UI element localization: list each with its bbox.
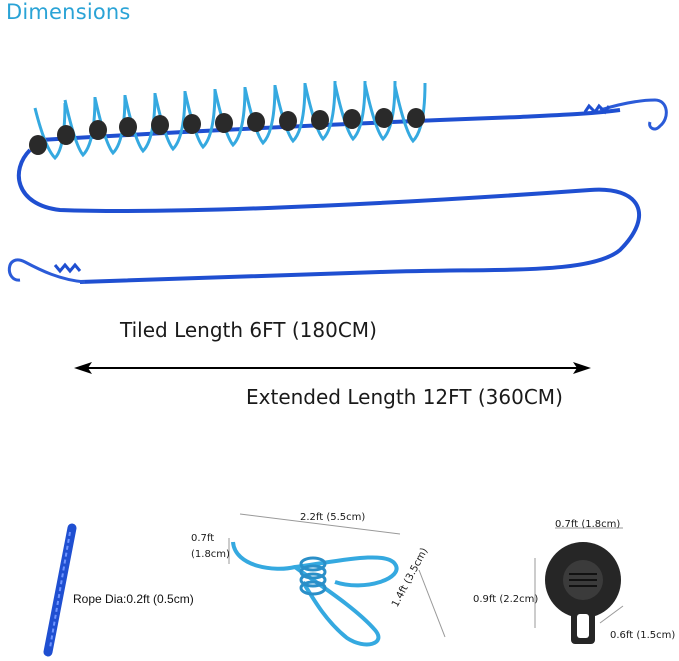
cord-stopper-image: [534, 527, 624, 644]
clip-height-cm-label: (1.8cm): [191, 549, 230, 560]
length-arrow: [74, 362, 591, 374]
clip-height-ft-label: 0.7ft: [191, 533, 215, 544]
clip-width-label: 2.2ft (5.5cm): [300, 512, 366, 523]
rope-detail-image: [43, 523, 77, 657]
tiled-length-label: Tiled Length 6FT (180CM): [120, 318, 377, 342]
stopper-width-label: 0.7ft (1.8cm): [555, 519, 621, 530]
stopper-depth-label: 0.6ft (1.5cm): [610, 630, 676, 641]
stopper-height-label: 0.9ft (2.2cm): [473, 594, 539, 605]
rope-diameter-label: Rope Dia:0.2ft (0.5cm): [73, 592, 194, 606]
extended-length-label: Extended Length 12FT (360CM): [246, 385, 563, 409]
page-title: Dimensions: [6, 0, 131, 24]
clip-detail-image: [228, 513, 446, 647]
clothesline-illustration: [7, 80, 668, 284]
